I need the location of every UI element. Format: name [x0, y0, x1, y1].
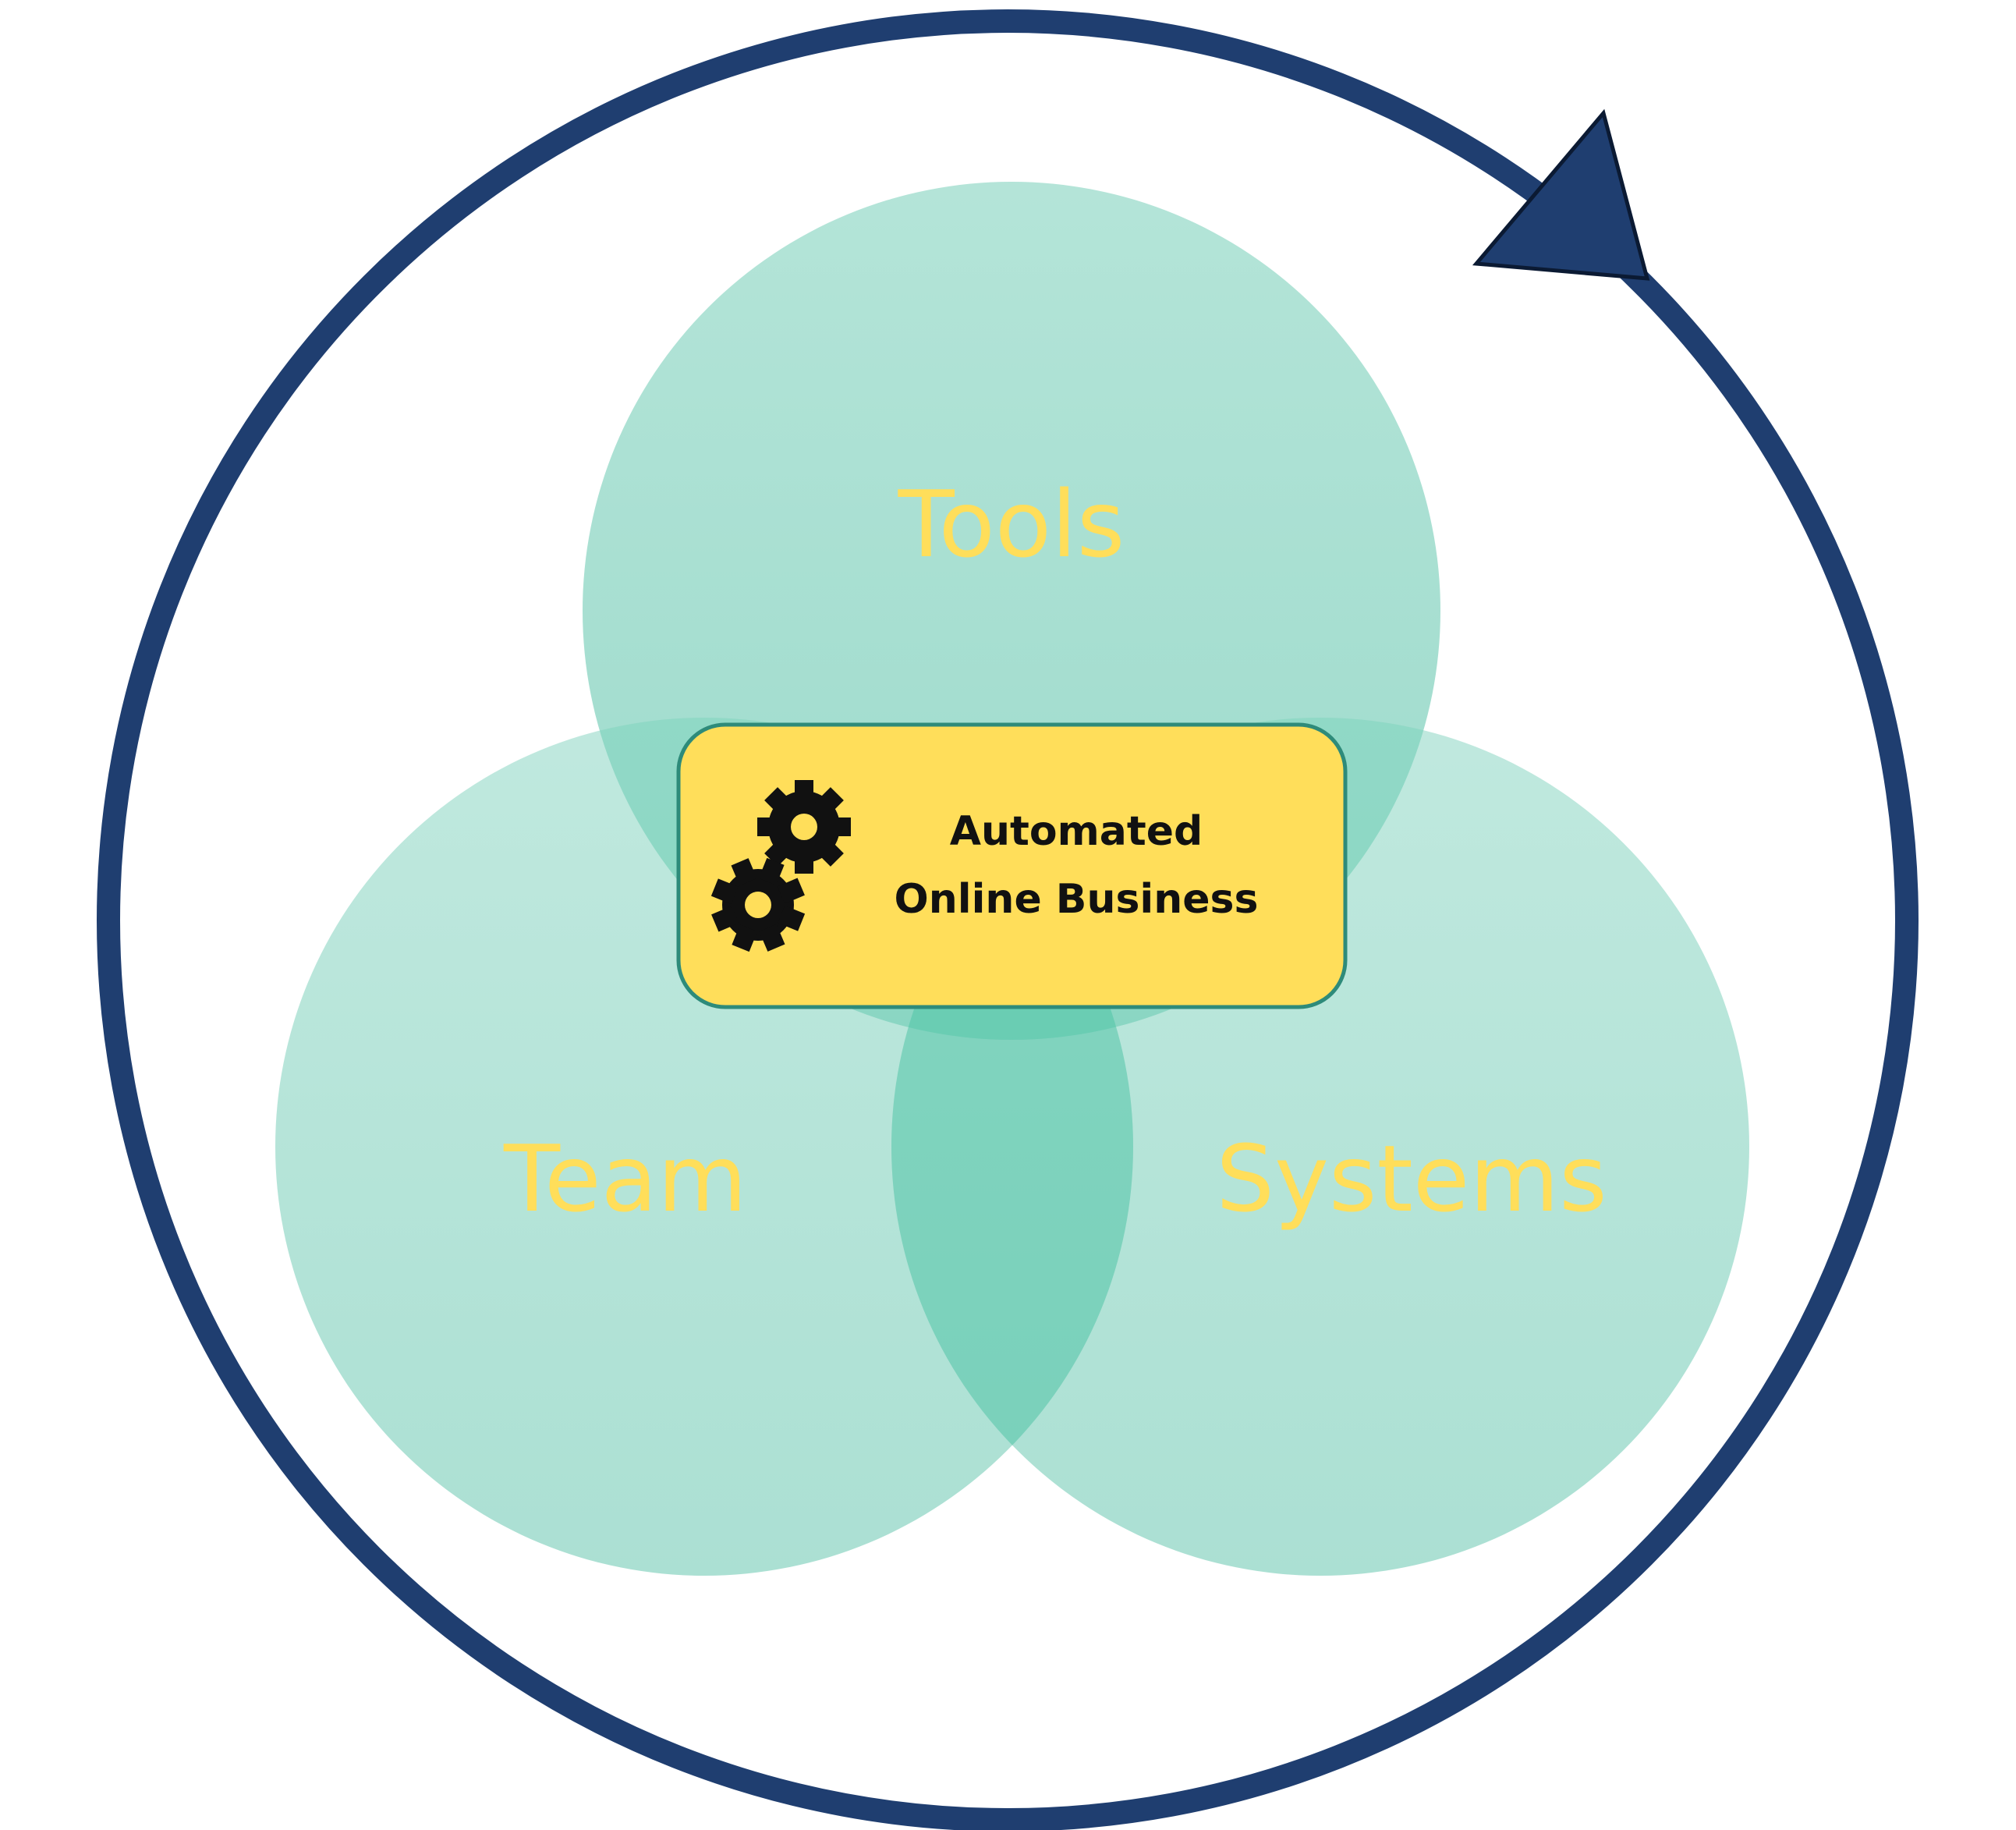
center-title-line2: Online Business — [895, 876, 1259, 923]
gears-icon — [710, 780, 851, 952]
cycle-ring — [97, 9, 1919, 1830]
center-box: Automated Online Business — [676, 722, 1348, 1009]
cycle-arrow-icon — [97, 9, 1919, 1830]
cycle-arrowhead — [1472, 108, 1650, 281]
center-title-line1: Automated — [950, 808, 1203, 855]
systems-label: Systems — [1216, 1125, 1607, 1232]
team-label: Team — [503, 1125, 747, 1232]
tools-label: Tools — [898, 470, 1125, 578]
center-box-background — [676, 722, 1348, 1009]
